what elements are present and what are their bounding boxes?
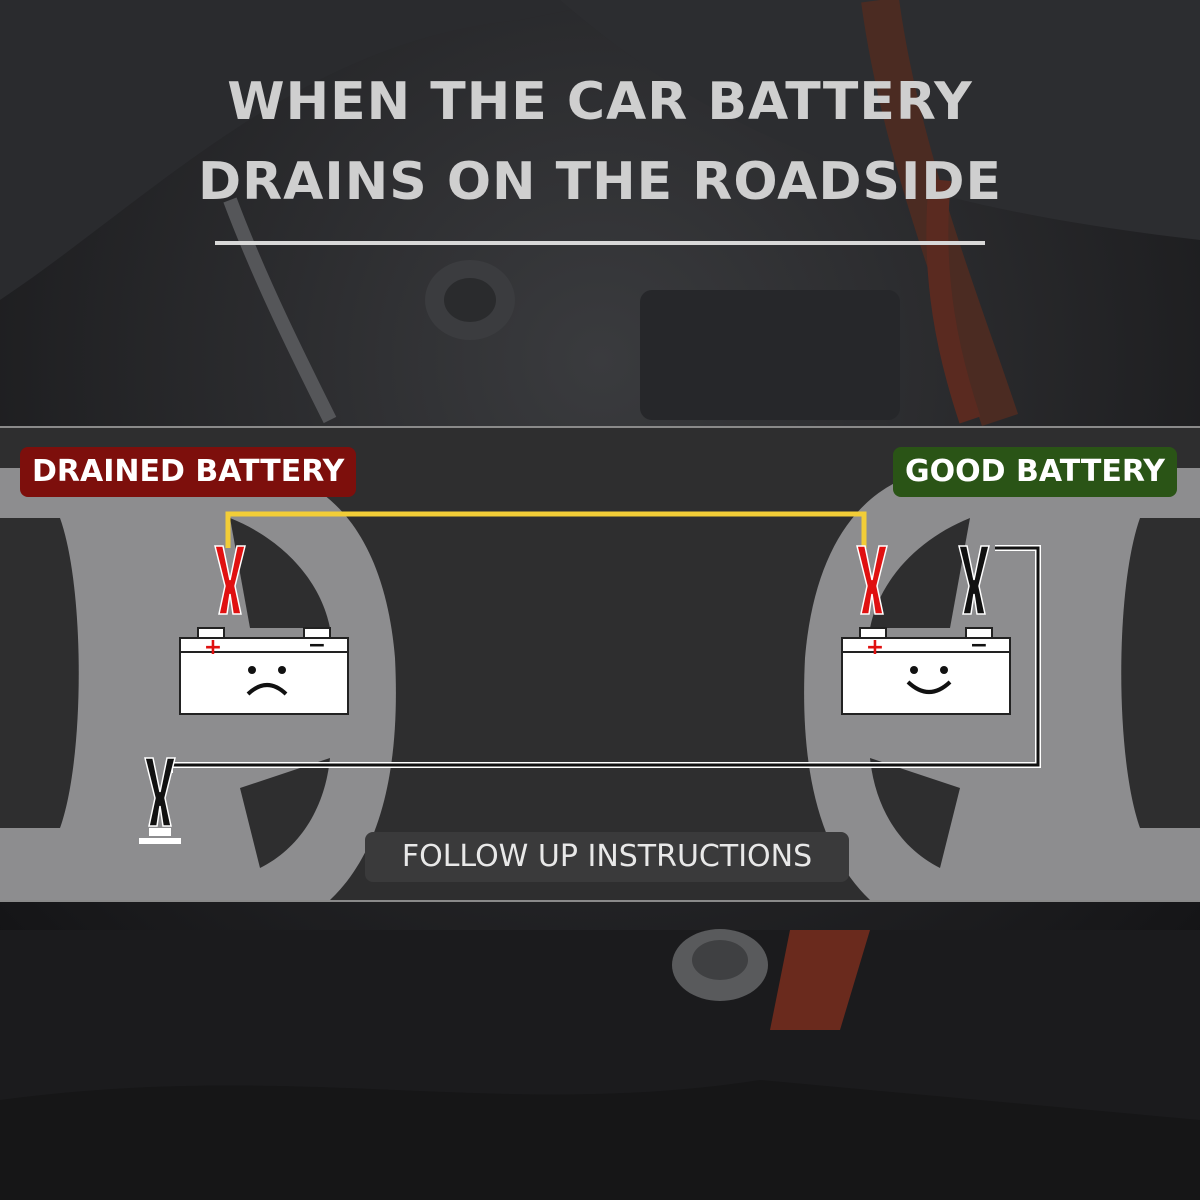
positive-jumper-cable [225, 511, 867, 548]
good-battery-icon [841, 627, 1011, 715]
follow-up-instructions-caption: FOLLOW UP INSTRUCTIONS [365, 832, 849, 882]
good-battery-label: GOOD BATTERY [893, 447, 1178, 497]
headline-line-2: DRAINS ON THE ROADSIDE [197, 152, 1003, 212]
drained-battery-icon [179, 627, 349, 715]
good-minus-sign: − [970, 633, 988, 658]
diagram-drawing: + − + − [0, 468, 1200, 900]
red-clamp-icon [214, 545, 246, 615]
headline-divider [215, 241, 985, 245]
black-clamp-icon [958, 545, 990, 615]
drained-battery-label: DRAINED BATTERY [20, 447, 357, 497]
headline-line-1: WHEN THE CAR BATTERY [227, 72, 973, 132]
good-plus-sign: + [866, 635, 884, 660]
drained-plus-sign: + [204, 635, 222, 660]
jump-start-diagram: + − + − DRAINED BATTERY GOOD BATTERY FOL… [0, 426, 1200, 902]
red-clamp-icon [856, 545, 888, 615]
ground-clamp-icon [139, 757, 181, 844]
drained-minus-sign: − [308, 633, 326, 658]
